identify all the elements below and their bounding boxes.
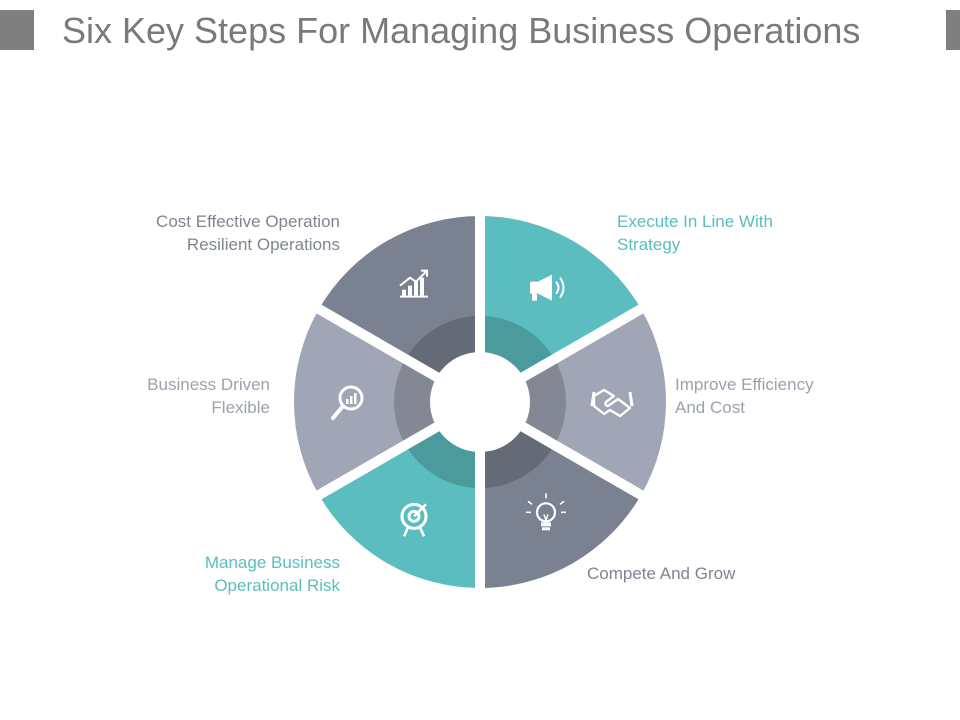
step-label-compete: Compete And Grow [587, 562, 735, 585]
center-hole [430, 352, 530, 452]
growth-chart-icon [399, 269, 428, 298]
step-label-line: Cost Effective Operation [156, 212, 340, 231]
step-label-line: Business Driven [147, 375, 270, 394]
title-accent-left [0, 10, 34, 50]
megaphone-icon [530, 274, 565, 301]
step-label-line: Improve Efficiency [675, 375, 814, 394]
step-label-line: Flexible [211, 398, 270, 417]
page-title: Six Key Steps For Managing Business Oper… [62, 10, 861, 51]
step-label-line: Compete And Grow [587, 564, 736, 583]
step-label-line: Strategy [617, 235, 681, 254]
title-accent-right [946, 10, 960, 50]
segment-business [294, 309, 480, 495]
magnifier-chart-icon [331, 385, 364, 420]
lightbulb-icon [526, 493, 566, 531]
step-label-line: Resilient Operations [186, 235, 340, 254]
step-label-line: Operational Risk [214, 576, 340, 595]
step-label-line: Execute In Line With [617, 212, 773, 231]
target-icon [400, 502, 428, 537]
step-label-line: Manage Business [204, 553, 340, 572]
segment-improve [480, 309, 666, 495]
step-label-line: And Cost [675, 398, 745, 417]
handshake-icon [590, 388, 634, 418]
